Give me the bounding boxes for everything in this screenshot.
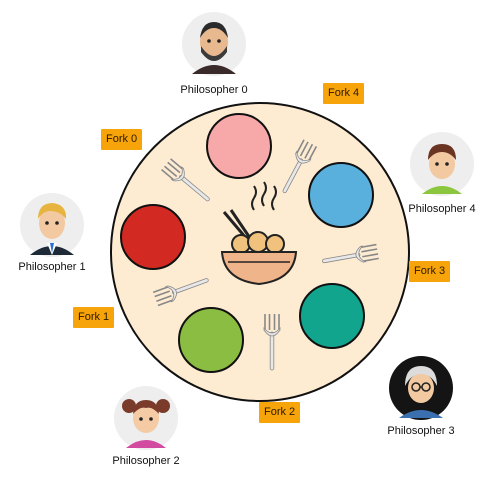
philosopher-4-name: Philosopher 4: [408, 203, 476, 215]
plate-philosopher-1: [120, 204, 186, 270]
plate-philosopher-0: [206, 113, 272, 179]
philosopher-2-avatar: [114, 386, 178, 450]
fork-label-3: Fork 3: [409, 261, 451, 282]
philosopher-4-avatar: [410, 132, 474, 196]
philosopher-1-avatar: [20, 193, 84, 257]
philosopher-0-avatar: [182, 12, 246, 76]
fork-label-0: Fork 0: [101, 129, 143, 150]
fork-label-4: Fork 4: [323, 83, 365, 104]
philosopher-1-name: Philosopher 1: [18, 261, 86, 273]
plate-philosopher-2: [178, 307, 244, 373]
philosopher-3-name: Philosopher 3: [387, 425, 455, 437]
plate-philosopher-4: [308, 162, 374, 228]
philosopher-3-avatar: [389, 356, 453, 420]
plate-philosopher-3: [299, 283, 365, 349]
noodle-bowl-icon: [220, 181, 298, 286]
philosopher-0-name: Philosopher 0: [180, 84, 248, 96]
fork-label-2: Fork 2: [259, 402, 301, 423]
fork-label-1: Fork 1: [73, 307, 115, 328]
philosopher-2-name: Philosopher 2: [112, 455, 180, 467]
